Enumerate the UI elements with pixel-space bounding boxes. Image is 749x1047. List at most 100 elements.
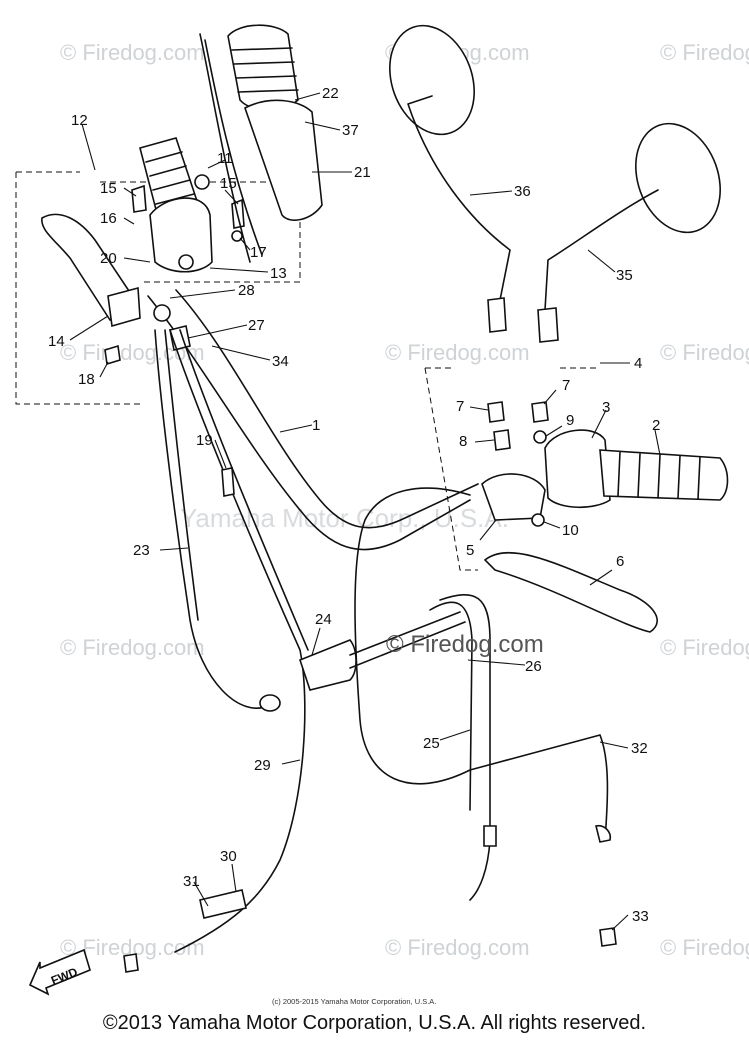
fine-print: (c) 2005-2015 Yamaha Motor Corporation, … <box>272 997 436 1006</box>
mirror-head <box>635 122 721 234</box>
callout-label: 17 <box>250 244 267 261</box>
choke-cable <box>429 601 473 811</box>
callout-label: 37 <box>342 122 359 139</box>
leader-line <box>123 217 135 225</box>
callout-label: 28 <box>238 282 255 299</box>
callout-label: 34 <box>272 353 289 370</box>
clutch-cable <box>164 329 199 621</box>
watermark-text: © Firedog.com <box>660 40 749 65</box>
callout-label: 1 <box>312 417 320 434</box>
lever-holder <box>107 286 141 328</box>
watermark-text: © Firedog.com <box>660 635 749 660</box>
callout-label: 30 <box>220 848 237 865</box>
callout-label: 25 <box>423 735 440 752</box>
right-grip-assembly <box>199 24 323 263</box>
handlebar-end <box>204 39 263 256</box>
cable-adjuster <box>153 304 171 322</box>
mirror-mount <box>537 307 559 343</box>
cable-guide <box>299 639 357 691</box>
leader-line <box>304 121 341 131</box>
cable-end <box>123 953 139 973</box>
switch-knob <box>194 174 210 190</box>
washer <box>231 230 243 242</box>
leader-line <box>123 187 137 197</box>
handlebar <box>147 289 479 551</box>
mirror-right <box>537 122 721 343</box>
leader-line <box>467 659 526 666</box>
cable-end <box>259 694 281 712</box>
cable-guide-bar <box>349 621 466 669</box>
grip-end <box>227 24 299 111</box>
leader-line <box>479 519 497 541</box>
callout-label: 26 <box>525 658 542 675</box>
cable-guide-bar <box>349 611 461 656</box>
mirror-stem <box>407 95 511 301</box>
leader-line <box>99 361 109 378</box>
watermark-text: © Firedog.com <box>385 935 530 960</box>
leader-line <box>281 759 301 765</box>
spacer <box>493 429 511 451</box>
switch-knob <box>178 254 194 270</box>
watermark-text: © Firedog.com <box>60 635 205 660</box>
leader-line <box>294 92 321 101</box>
callout-label: 23 <box>133 542 150 559</box>
throttle-cable <box>179 329 309 651</box>
callout-label: 5 <box>466 542 474 559</box>
screw <box>531 401 549 423</box>
callout-label: 19 <box>196 432 213 449</box>
watermark-text: © Firedog.com <box>660 935 749 960</box>
leader-line <box>159 547 189 551</box>
callout-label: 6 <box>616 553 624 570</box>
callout-label: 7 <box>456 398 464 415</box>
cable-end <box>599 927 617 947</box>
callout-label: 20 <box>100 250 117 267</box>
group-frame-12 <box>15 171 142 405</box>
callout-label: 35 <box>616 267 633 284</box>
leader-line <box>591 409 607 439</box>
mirror-stem <box>544 189 659 311</box>
cable-fitting <box>595 824 612 843</box>
watermark-center-text: © Firedog.com <box>386 631 544 658</box>
callout-label: 15 <box>220 175 237 192</box>
cable-fitting <box>483 825 497 847</box>
leader-line <box>81 123 96 171</box>
switch-lead <box>221 467 235 497</box>
leader-line <box>545 425 563 437</box>
callout-label: 24 <box>315 611 332 628</box>
grip-texture <box>145 151 195 205</box>
leader-line <box>239 237 251 251</box>
right-switch-assembly <box>481 401 729 633</box>
callout-label: 4 <box>634 355 642 372</box>
callout-label: 10 <box>562 522 579 539</box>
leader-line <box>211 345 271 361</box>
callout-label: 2 <box>652 417 660 434</box>
leader-line <box>587 249 616 273</box>
right-switch-housing <box>544 429 611 509</box>
handlebar-end <box>199 33 251 263</box>
leader-line <box>543 521 561 529</box>
lever-nut <box>104 344 121 366</box>
callout-label: 11 <box>217 150 233 167</box>
leader-line <box>187 324 248 339</box>
leader-line <box>123 257 151 263</box>
clutch-cable <box>154 329 271 709</box>
fwd-arrow-icon <box>28 948 91 996</box>
callout-label: 31 <box>183 873 200 890</box>
throttle-grip <box>244 99 323 221</box>
handlebar-tube <box>147 295 471 551</box>
callout-label: 9 <box>566 412 574 429</box>
throttle-cable <box>169 329 306 953</box>
leader-line <box>469 190 513 196</box>
watermark-text: © Firedog.com <box>385 340 530 365</box>
leader-line <box>209 267 269 273</box>
callout-label: 3 <box>602 399 610 416</box>
callout-label: 13 <box>270 265 287 282</box>
grip-texture <box>617 451 701 500</box>
mirror-left <box>389 24 511 333</box>
callout-label: 29 <box>254 757 271 774</box>
leader-line <box>543 389 557 405</box>
brake-lever <box>483 551 658 633</box>
grip-texture <box>231 47 299 93</box>
watermark-faint-text: Yamaha Motor Corp., U.S.A. <box>180 503 509 533</box>
handlebar-tube <box>175 289 479 529</box>
